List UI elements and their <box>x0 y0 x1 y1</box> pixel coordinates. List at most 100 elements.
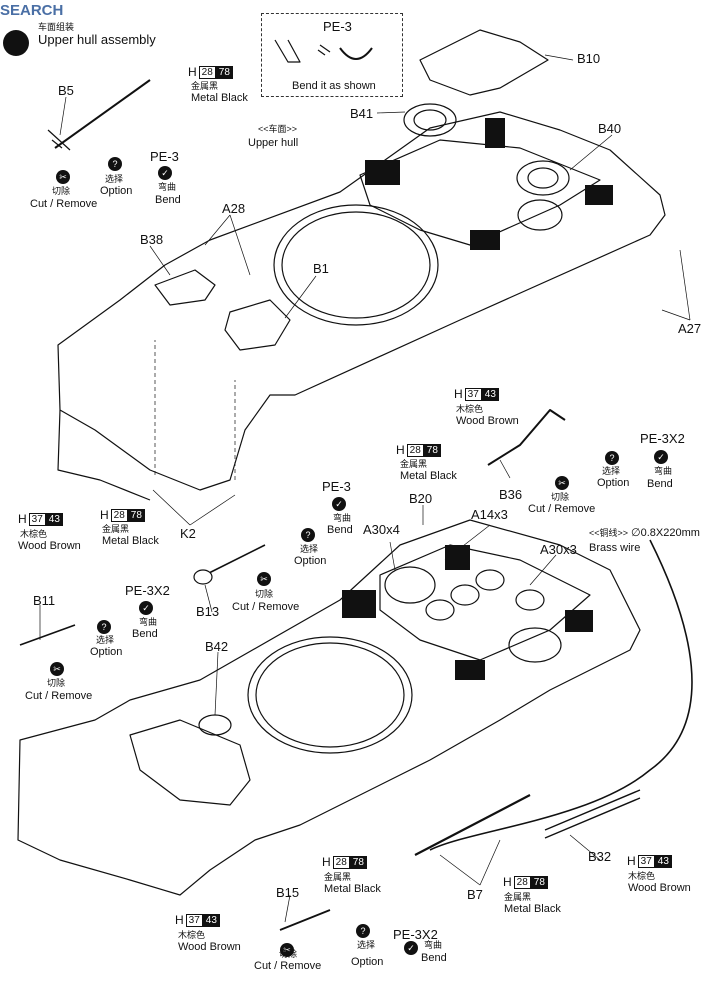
paint-name-en: Wood Brown <box>628 882 691 894</box>
paint-name-en: Metal Black <box>102 535 159 547</box>
option-en: Option <box>294 555 327 567</box>
paint-name-cn: 金属黑 <box>504 892 532 902</box>
cut-remove-en: Cut / Remove <box>254 960 322 972</box>
paint-name-cn: 木棕色 <box>178 930 206 940</box>
brass-wire-en: Brass wire <box>589 542 641 554</box>
bend-cn: 弯曲 <box>158 182 177 192</box>
paint-name-cn: 金属黑 <box>324 872 352 882</box>
paint-name-cn: 金属黑 <box>102 524 130 534</box>
part-label-a28: A28 <box>222 201 246 216</box>
step-title-en: Upper hull assembly <box>38 32 156 47</box>
step-number-badge <box>3 30 29 56</box>
part-label-a27: A27 <box>678 321 702 336</box>
option-cn: 选择 <box>300 544 319 554</box>
option-cn: 选择 <box>357 940 376 950</box>
cut-remove-cn: 切除 <box>279 949 298 959</box>
part-label-a30x3: A30x3 <box>540 542 577 557</box>
part-label-b36: B36 <box>499 487 523 502</box>
bend-icon: ✓ <box>332 497 346 511</box>
upper-hull-label-en: Upper hull <box>248 137 299 149</box>
pe3x2-label: PE-3X2 <box>393 927 438 942</box>
part-label-b38: B38 <box>140 232 164 247</box>
option-en: Option <box>100 185 133 197</box>
upper-hull-bottom <box>17 519 641 896</box>
brass-wire-spec: ∅0.8X220mm <box>631 527 700 539</box>
cut-remove-cn: 切除 <box>52 186 71 196</box>
part-label-b32: B32 <box>588 849 612 864</box>
upper-hull-top <box>57 111 666 491</box>
option-icon: ? <box>356 924 370 938</box>
bend-en: Bend <box>155 194 181 206</box>
part-label-b7: B7 <box>467 887 483 902</box>
option-icon: ? <box>97 620 111 634</box>
bend-en: Bend <box>647 478 673 490</box>
part-label-b20: B20 <box>409 491 433 506</box>
cut-remove-en: Cut / Remove <box>232 601 300 613</box>
part-label-b41: B41 <box>350 106 374 121</box>
paint-name-cn: 木棕色 <box>456 404 484 414</box>
bend-icon: ✓ <box>139 601 153 615</box>
option-en: Option <box>597 477 630 489</box>
pe3-detail-box <box>261 13 403 97</box>
upper-hull-label-cn: <<车面>> <box>258 124 298 134</box>
pe3x2-label: PE-3X2 <box>640 431 685 446</box>
bend-en: Bend <box>327 524 353 536</box>
paint-name-en: Metal Black <box>324 883 381 895</box>
option-cn: 选择 <box>96 635 115 645</box>
part-label-a14x3: A14x3 <box>471 507 508 522</box>
part-label-b42: B42 <box>205 639 229 654</box>
bend-cn: 弯曲 <box>333 513 352 523</box>
part-label-b5: B5 <box>58 83 74 98</box>
site-watermark: SEARCH <box>0 2 64 19</box>
option-icon: ? <box>605 451 619 465</box>
option-cn: 选择 <box>105 174 124 184</box>
pe3x2-label: PE-3X2 <box>125 583 170 598</box>
cut-remove-icon: ✂ <box>555 476 569 490</box>
cut-remove-cn: 切除 <box>255 589 274 599</box>
option-en: Option <box>90 646 123 658</box>
turret-ring-bottom <box>247 636 413 754</box>
bend-cn: 弯曲 <box>654 466 673 476</box>
paint-name-cn: 木棕色 <box>20 529 48 539</box>
bend-cn: 弯曲 <box>424 940 443 950</box>
part-label-b13: B13 <box>196 604 220 619</box>
turret-ring-top <box>273 204 439 326</box>
cut-remove-cn: 切除 <box>551 492 570 502</box>
cut-remove-icon: ✂ <box>280 943 294 957</box>
cut-remove-en: Cut / Remove <box>30 198 98 210</box>
bend-icon: ✓ <box>654 450 668 464</box>
pe3-detail-part: PE-3 <box>323 19 352 34</box>
paint-name-en: Wood Brown <box>456 415 519 427</box>
option-en: Option <box>351 956 384 968</box>
part-label-a30x4: A30x4 <box>363 522 400 537</box>
option-icon: ? <box>108 157 122 171</box>
part-label-b10: B10 <box>577 51 601 66</box>
option-icon: ? <box>301 528 315 542</box>
paint-name-cn: 金属黑 <box>400 459 428 469</box>
cut-remove-en: Cut / Remove <box>25 690 93 702</box>
cut-remove-cn: 切除 <box>47 678 66 688</box>
paint-name-en: Wood Brown <box>178 941 241 953</box>
pe3-label: PE-3 <box>322 479 351 494</box>
cut-remove-icon: ✂ <box>56 170 70 184</box>
bend-cn: 弯曲 <box>139 617 158 627</box>
bend-en: Bend <box>132 628 158 640</box>
cut-remove-en: Cut / Remove <box>528 503 596 515</box>
paint-name-en: Metal Black <box>400 470 457 482</box>
brass-wire-cn: <<铜线>> <box>589 528 629 538</box>
part-label-b11: B11 <box>33 593 56 608</box>
cut-remove-icon: ✂ <box>257 572 271 586</box>
option-cn: 选择 <box>602 466 621 476</box>
part-label-k2: K2 <box>180 526 196 541</box>
bend-en: Bend <box>421 952 447 964</box>
cut-remove-icon: ✂ <box>50 662 64 676</box>
